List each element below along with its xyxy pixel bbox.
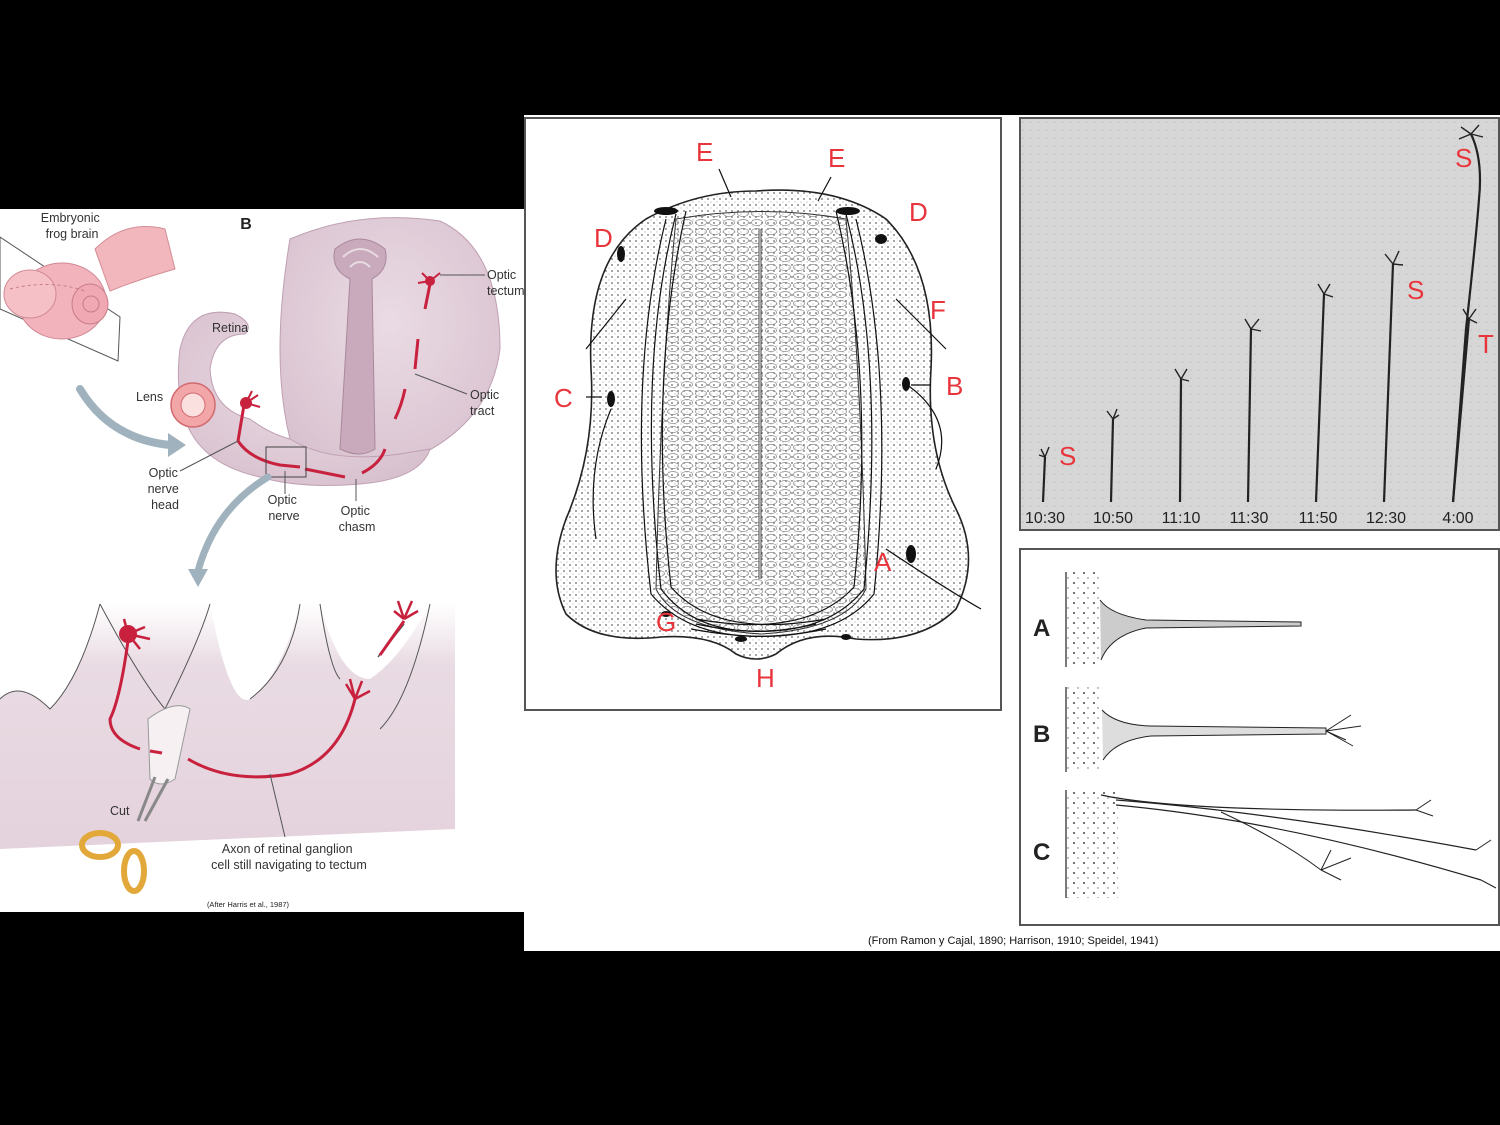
label-g: G: [656, 607, 676, 637]
embryonic-frog-brain-label: Embryonic frog brain: [41, 211, 104, 241]
brain-section-illustration: [170, 217, 501, 501]
timelapse-svg: 10:30 10:50 11:10 11:30 11:50 12:30 4:00…: [1021, 119, 1498, 529]
time-label: 11:50: [1299, 510, 1338, 527]
label-s-mid: S: [1407, 275, 1424, 305]
growth-cone-figure: A B C: [1019, 548, 1500, 926]
label-h: H: [756, 663, 775, 693]
label-d-left: D: [594, 223, 613, 253]
label-f: F: [930, 295, 946, 325]
optic-chasm-label: Optic chasm: [339, 504, 376, 534]
time-label: 10:50: [1093, 510, 1133, 527]
spinal-cord-section-figure: E E D D F C B A G H: [524, 117, 1002, 711]
label-s-first: S: [1059, 441, 1076, 471]
optic-tract-label: Optic tract: [470, 388, 503, 418]
frog-credit: (After Harris et al., 1987): [207, 900, 290, 909]
embryonic-brain-illustration: Embryonic frog brain: [0, 211, 186, 457]
time-label: 11:10: [1162, 510, 1201, 527]
time-label: 11:30: [1230, 510, 1269, 527]
label-d-right: D: [909, 197, 928, 227]
time-label: 4:00: [1442, 510, 1473, 527]
label-e-right: E: [828, 143, 845, 173]
label-s-top: S: [1455, 143, 1472, 173]
label-t: T: [1478, 329, 1494, 359]
panel-letter-b: B: [240, 216, 252, 233]
time-label: 12:30: [1366, 510, 1406, 527]
axon-caption: Axon of retinal ganglion cell still navi…: [211, 842, 367, 872]
timelapse-axon-growth-figure: 10:30 10:50 11:10 11:30 11:50 12:30 4:00…: [1019, 117, 1500, 531]
retina-label: Retina: [212, 321, 248, 335]
optic-nerve-label: Optic nerve: [268, 493, 301, 523]
label-c: C: [554, 383, 573, 413]
label-b: B: [946, 371, 963, 401]
spinal-cord-svg: [555, 168, 982, 660]
lens-label: Lens: [136, 390, 163, 404]
label-a: A: [874, 547, 892, 577]
label-e-left: E: [696, 137, 713, 167]
historical-figures-area: E E D D F C B A G H: [524, 115, 1500, 951]
cut-label: Cut: [110, 804, 130, 818]
frog-retinotectal-panel: Embryonic frog brain B: [0, 209, 524, 912]
optic-tectum-label: Optic tectum: [487, 268, 524, 298]
timelapse-time-labels: 10:30 10:50 11:10 11:30 11:50 12:30 4:00: [1025, 510, 1474, 527]
optic-nerve-head-label: Optic nerve head: [148, 466, 183, 512]
figure-credit: (From Ramon y Cajal, 1890; Harrison, 191…: [868, 935, 1159, 947]
frog-diagram-svg: Embryonic frog brain B: [0, 211, 524, 909]
row-label-a: A: [1033, 615, 1050, 642]
row-label-b: B: [1033, 721, 1050, 748]
row-label-c: C: [1033, 839, 1050, 866]
growth-cone-svg: A B C: [1033, 572, 1497, 898]
enlarged-cut-illustration: [0, 600, 455, 894]
time-label: 10:30: [1025, 510, 1065, 527]
spinal-cord-labels: E E D D F C B A G H: [554, 137, 963, 693]
